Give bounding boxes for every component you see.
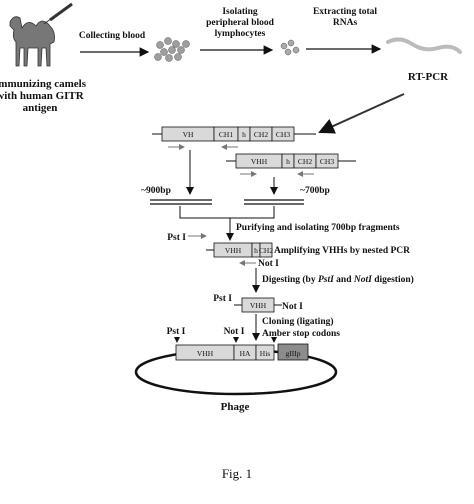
seg-vhh-ch2: CH2: [298, 157, 312, 166]
collecting-label: Collecting blood: [79, 31, 146, 41]
size-900: ~900bp: [141, 186, 171, 196]
seg-nested-h: h: [254, 246, 258, 255]
seg-nested-ch2: CH2: [259, 246, 273, 255]
extracting-label-2: RNAs: [333, 18, 358, 28]
pcr-fragments: [150, 199, 304, 205]
seg-phage-g3p: gIIIp: [286, 349, 301, 358]
phage-vector: VHH HA His gIIIp Pst I Not I: [134, 327, 338, 396]
seg-ch3: CH3: [276, 130, 290, 139]
not-site-2: Not I: [282, 302, 303, 312]
arrow-rtpcr: [318, 93, 405, 134]
amber-label: Amber stop codons: [262, 329, 340, 339]
pst-site-2: Pst I: [213, 294, 232, 304]
immunize-label-1: Immunizing camels: [0, 78, 87, 90]
syringe-icon: [43, 2, 73, 25]
seg-phage-ha: HA: [240, 349, 251, 358]
pst-site-1: Pst I: [167, 233, 186, 243]
digesting-label: Digesting (by PstI and NotI digestion): [262, 274, 414, 285]
camel-icon: [9, 16, 55, 67]
seg-nested-vhh: VHH: [225, 246, 242, 255]
amplifying-label: Amplifying VHHs by nested PCR: [274, 246, 410, 256]
isolating-label-2: peripheral blood: [206, 18, 275, 28]
immunize-label-3: antigen: [23, 102, 58, 114]
phage-label: Phage: [221, 401, 250, 413]
rtpcr-label: RT-PCR: [408, 71, 449, 83]
seg-phage-vhh: VHH: [197, 349, 214, 358]
not-site-1: Not I: [258, 259, 279, 269]
seg-ch2: CH2: [254, 130, 268, 139]
seg-digested-vhh: VHH: [250, 301, 267, 310]
blood-cells-icon: [154, 37, 190, 62]
rna-strand-icon: [386, 37, 462, 54]
digested-construct: Pst I VHH Not I: [213, 294, 303, 313]
cloning-label: Cloning (ligating): [262, 316, 334, 327]
seg-vhh-ch3: CH3: [320, 157, 334, 166]
nested-construct: Pst I VHH h CH2 Not I: [167, 233, 279, 269]
extracting-label-1: Extracting total: [313, 7, 377, 17]
lymphocytes-icon: [280, 39, 300, 56]
isolating-label-1: Isolating: [222, 7, 258, 17]
seg-vhh: VHH: [251, 157, 268, 166]
not-site-3: Not I: [224, 327, 245, 337]
size-700: ~700bp: [300, 186, 330, 196]
seg-h: h: [242, 130, 246, 139]
isolating-label-3: lymphocytes: [215, 29, 266, 39]
figure-caption: Fig. 1: [222, 466, 252, 481]
immunize-label-2: with human GITR: [0, 90, 85, 102]
heavy-chain-construct: VH CH1 h CH2 CH3: [152, 126, 316, 150]
seg-phage-his: His: [260, 349, 271, 358]
pst-site-3: Pst I: [167, 327, 186, 337]
seg-vhh-h: h: [286, 157, 290, 166]
seg-vh: VH: [183, 130, 194, 139]
bracket: [179, 206, 275, 219]
seg-ch1: CH1: [219, 130, 233, 139]
purifying-label: Purifying and isolating 700bp fragments: [236, 223, 400, 233]
vhh-construct: VHH h CH2 CH3: [226, 153, 356, 177]
